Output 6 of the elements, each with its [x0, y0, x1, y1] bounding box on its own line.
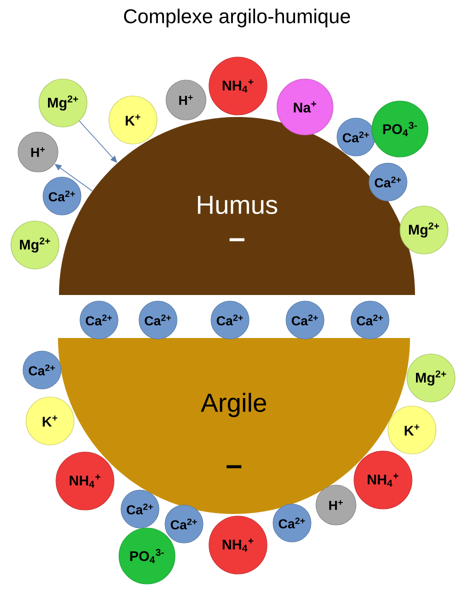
charge-sign: –	[230, 238, 244, 242]
arrow	[78, 120, 118, 163]
charge-sign: –	[226, 465, 242, 468]
node-label: Humus	[198, 196, 278, 214]
node-label: Argile	[200, 392, 266, 418]
title: Complexe argilo-humique	[124, 8, 350, 28]
